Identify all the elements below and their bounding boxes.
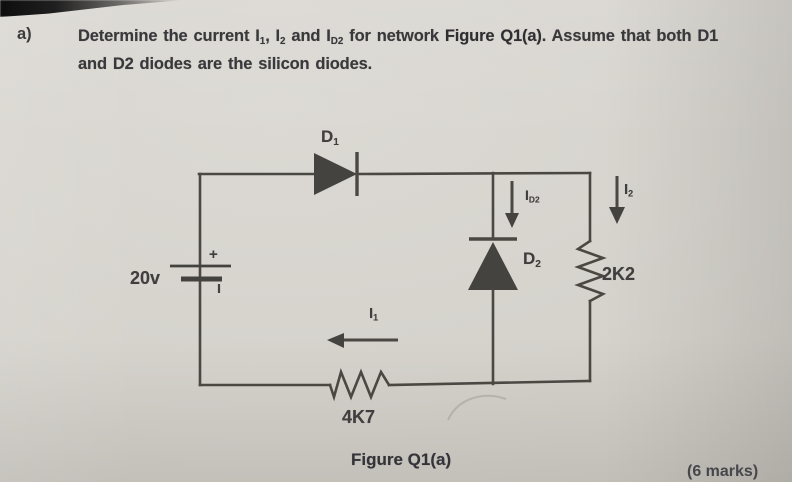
label-id2-sub: D2 — [528, 194, 540, 205]
subscript-id2: D2 — [330, 35, 344, 47]
label-d2: D2 — [523, 249, 541, 270]
label-current-id2: ID2 — [525, 187, 540, 205]
label-d1: D1 — [321, 127, 339, 148]
text-fragment: Determine the current I — [78, 27, 260, 45]
question-line-2: and D2 diodes are the silicon diodes. — [78, 54, 373, 73]
text-fragment: for network — [343, 27, 445, 45]
paper-smudge — [447, 394, 507, 421]
marks-label: (6 marks) — [687, 463, 759, 480]
subscript-i2: 2 — [280, 35, 286, 47]
diode-d2-triangle-icon — [468, 242, 518, 290]
label-source-voltage: 20v — [130, 268, 161, 288]
question-item-label: a) — [17, 25, 32, 43]
label-resistor-4k7: 4K7 — [342, 407, 376, 427]
label-i2-sub: 2 — [628, 188, 634, 199]
label-i2-base: I — [624, 181, 629, 198]
label-i1-sub: 1 — [373, 312, 379, 323]
wire-top-right — [355, 171, 592, 176]
subscript-i1: 1 — [259, 35, 266, 47]
label-current-i2: I2 — [624, 181, 633, 199]
diode-d1-triangle-icon — [314, 153, 357, 195]
question-line-1: Determine the current I1, I2 and ID2 for… — [78, 25, 768, 53]
current-arrow-id2-head-icon — [505, 213, 519, 228]
text-fragment: , I — [265, 27, 280, 45]
figure-caption: Figure Q1(a) — [351, 450, 452, 469]
text-fragment: . Assume that both D1 — [541, 27, 719, 45]
label-i1-base: I — [369, 305, 374, 322]
label-d1-base: D — [321, 127, 334, 146]
label-d2-sub: 2 — [535, 259, 541, 271]
figure-reference: Figure Q1(a) — [444, 27, 542, 45]
label-resistor-2k2: 2K2 — [602, 264, 636, 284]
resistor-4k7-symbol — [328, 367, 391, 402]
label-d2-base: D — [523, 249, 536, 268]
text-fragment: and I — [285, 27, 331, 45]
current-arrow-i2-head-icon — [609, 207, 625, 224]
label-id2-base: I — [525, 187, 529, 203]
label-battery-plus: + — [209, 246, 218, 263]
question-text: Determine the current I1, I2 and ID2 for… — [78, 25, 768, 76]
label-d1-sub: 1 — [333, 137, 339, 149]
wire-bottom-right — [387, 379, 592, 387]
current-arrow-i1-head-icon — [327, 333, 344, 348]
resistor-2k2-symbol — [574, 239, 607, 303]
label-current-i1: I1 — [369, 305, 378, 323]
